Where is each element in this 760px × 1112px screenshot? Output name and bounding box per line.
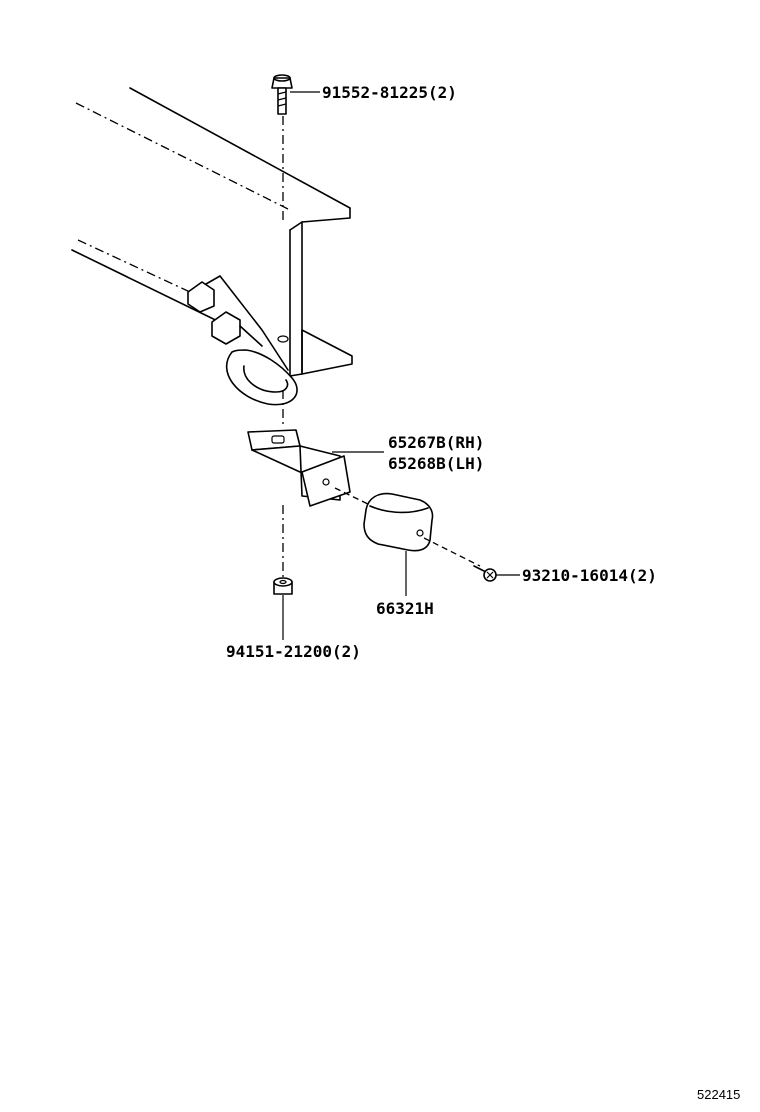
bolt-icon — [271, 74, 293, 115]
screw-icon — [473, 565, 497, 582]
part-label-cushion: 66321H — [376, 599, 434, 618]
part-label-nut: 94151-21200(2) — [226, 642, 361, 661]
part-label-bracket-lh: 65268B(LH) — [388, 454, 484, 473]
figure-id: 522415 — [697, 1087, 740, 1102]
part-label-screw: 93210-16014(2) — [522, 566, 657, 585]
bracket-icon — [247, 429, 351, 507]
nut-icon — [273, 577, 293, 595]
part-label-bracket-rh: 65267B(RH) — [388, 433, 484, 452]
towing-hook — [187, 275, 298, 406]
leader-lines — [282, 91, 520, 640]
frame-rail — [71, 87, 353, 377]
part-label-bolt: 91552-81225(2) — [322, 83, 457, 102]
cushion-icon — [363, 492, 434, 552]
